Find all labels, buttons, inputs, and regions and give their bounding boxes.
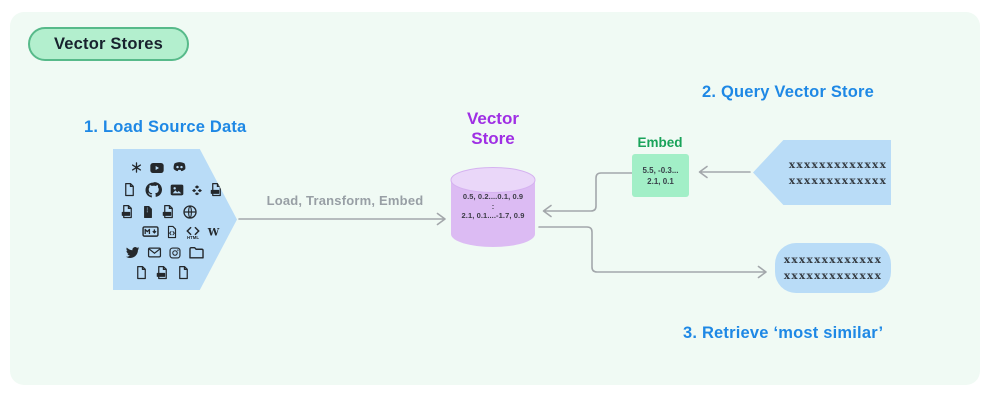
icon-row bbox=[134, 265, 209, 280]
icon-row bbox=[130, 159, 209, 176]
icon-row bbox=[120, 204, 209, 220]
result-text-line2: xxxxxxxxxxxxx bbox=[783, 270, 883, 282]
filelabel-icon bbox=[209, 182, 224, 197]
load-arrow-label: Load, Transform, Embed bbox=[266, 193, 424, 208]
html-icon: HTML bbox=[185, 224, 201, 240]
query-text-line1: xxxxxxxxxxxxx bbox=[788, 158, 888, 171]
vector-store-title-line2: Store bbox=[471, 129, 515, 148]
vector-values-line1: 0.5, 0.2....0.1, 0.9 bbox=[462, 192, 524, 201]
vector-store-title-line1: Vector bbox=[467, 109, 519, 128]
query-shape: xxxxxxxxxxxxx xxxxxxxxxxxxx bbox=[753, 140, 891, 205]
file-icon bbox=[122, 182, 137, 197]
icon-row bbox=[124, 244, 209, 261]
slack-icon bbox=[130, 161, 143, 174]
result-box: xxxxxxxxxxxxx xxxxxxxxxxxxx bbox=[775, 243, 891, 293]
step1-heading: 1. Load Source Data bbox=[84, 118, 247, 136]
vector-store-cylinder: 0.5, 0.2....0.1, 0.9 : 2.1, 0.1....-1.7,… bbox=[449, 166, 537, 250]
file-icon bbox=[176, 265, 191, 280]
wiki-icon: W bbox=[207, 225, 220, 239]
svg-text:HTML: HTML bbox=[187, 235, 199, 240]
dropbox-icon bbox=[191, 184, 203, 196]
vector-store-values: 0.5, 0.2....0.1, 0.9 : 2.1, 0.1....-1.7,… bbox=[449, 192, 537, 221]
code-icon bbox=[165, 225, 179, 239]
github-icon bbox=[143, 180, 163, 200]
mail-icon bbox=[147, 245, 162, 260]
youtube-icon bbox=[149, 160, 165, 176]
badge-label: Vector Stores bbox=[54, 35, 163, 53]
step2-heading: 2. Query Vector Store bbox=[702, 83, 875, 101]
vector-values-line3: 2.1, 0.1....-1.7, 0.9 bbox=[461, 211, 525, 220]
vector-values-line2: : bbox=[491, 201, 495, 211]
vector-stores-badge: Vector Stores bbox=[28, 27, 189, 61]
folder-icon bbox=[188, 244, 205, 261]
svg-text:W: W bbox=[207, 227, 220, 239]
icon-row bbox=[122, 180, 221, 200]
image-icon bbox=[169, 182, 185, 198]
markdown-icon bbox=[142, 223, 159, 240]
database-cylinder-icon bbox=[450, 167, 536, 247]
vector-store-title: Vector Store bbox=[449, 109, 537, 149]
source-icons-grid: HTML W bbox=[120, 159, 221, 280]
filelabel-icon bbox=[120, 204, 135, 219]
filelabel-icon bbox=[161, 204, 176, 219]
discord-icon bbox=[171, 159, 188, 176]
result-text-line1: xxxxxxxxxxxxx bbox=[783, 254, 883, 266]
file-icon bbox=[134, 265, 149, 280]
twitter-icon bbox=[124, 244, 141, 261]
filelabel-icon bbox=[155, 265, 170, 280]
globe-icon bbox=[182, 204, 198, 220]
instagram-icon bbox=[168, 246, 182, 260]
icon-row: HTML W bbox=[142, 223, 220, 240]
embed-box: 5.5, -0.3... 2.1, 0.1 bbox=[632, 154, 689, 197]
archive-icon bbox=[141, 205, 155, 219]
embed-values-line2: 2.1, 0.1 bbox=[647, 176, 674, 186]
embed-label: Embed bbox=[637, 135, 683, 150]
query-text-line2: xxxxxxxxxxxxx bbox=[788, 174, 888, 187]
embed-values-line1: 5.5, -0.3... bbox=[642, 165, 679, 175]
step3-heading: 3. Retrieve ‘most similar’ bbox=[683, 324, 884, 342]
